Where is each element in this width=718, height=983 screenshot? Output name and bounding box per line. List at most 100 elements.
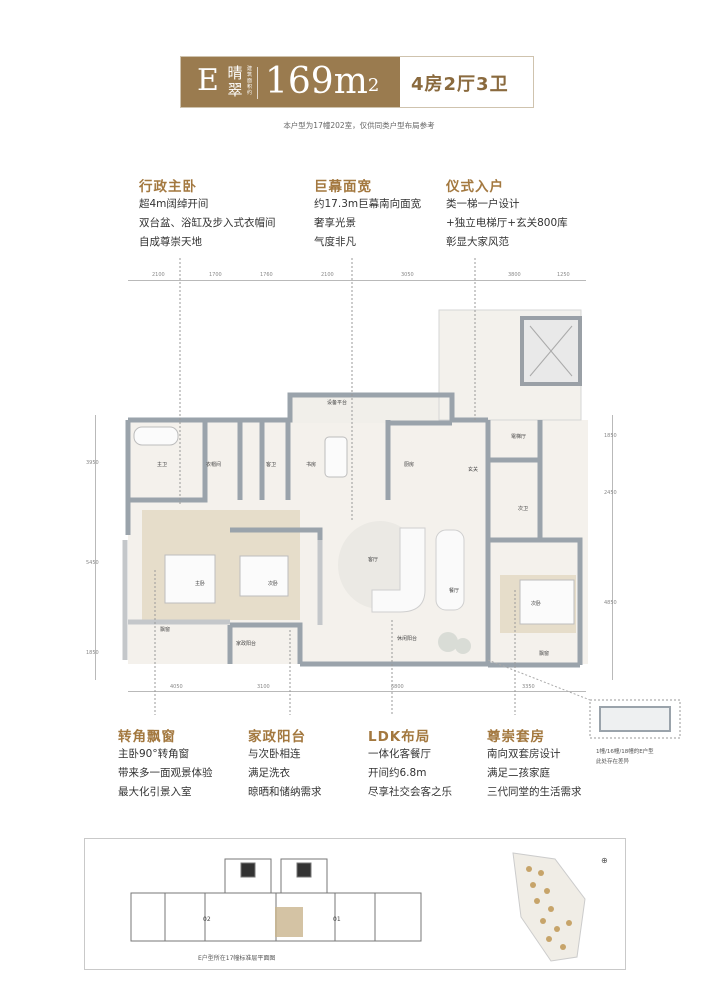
dimension-line-left [95,415,96,680]
feature-line: 彰显大家风范 [446,236,509,248]
second-bed-b [519,579,575,625]
north-arrow-icon: ⊕ [601,856,608,865]
dim-label: 3800 [508,272,521,278]
reference-note: 本户型为17幢202室，仅供同类户型布局参考 [283,121,435,130]
room-living: 客厅 [368,557,379,563]
feature-line: 主卧90°转角窗 [118,748,190,760]
room-dining: 餐厅 [449,588,460,594]
area-caption: 建筑面积约 [247,66,253,96]
dim-label: 2450 [604,490,617,496]
equipment-platform-area [288,395,454,423]
callout-caption: 1幢/16幢/18幢的E户型 此处存在差异 [596,747,654,767]
dim-label: 3950 [86,460,99,466]
area-value: 169m [265,61,368,102]
callout-box [589,699,681,739]
room-second-bath: 次卫 [518,506,529,512]
room-study: 书房 [306,462,317,468]
second-bed-a [239,555,289,597]
feature-line: 满足二孩家庭 [487,767,550,779]
sofa [371,527,426,613]
room-living-balcony: 休闲阳台 [397,636,418,642]
feature-line: 气度非凡 [314,236,356,248]
dimension-line-right [612,415,613,680]
room-service-balcony: 家政阳台 [236,641,257,647]
dim-label: 6800 [391,684,404,690]
dim-label: 3050 [401,272,414,278]
feature-title: 仪式入户 [446,179,504,195]
feature-title: 转角飘窗 [118,729,176,745]
master-bed [164,554,216,604]
plant [455,638,471,654]
feature-line: 满足洗衣 [248,767,290,779]
dim-label: 2100 [321,272,334,278]
site-plan-caption: E户型所在17幢标准层平面图 [198,955,276,962]
feature-line: 双台盆、浴缸及步入式衣帽间 [139,217,276,229]
unit-letter: E [197,63,219,98]
study-desk [324,436,348,478]
guide-lines [154,258,516,715]
feature-line: 最大化引景入室 [118,786,192,798]
feature-title: 行政主卧 [139,179,197,195]
feature-line: 类一梯一户设计 [446,198,520,210]
plant [438,632,458,652]
room-master-bed: 主卧 [195,581,206,587]
room-equipment-platform: 设备平台 [327,400,348,406]
dim-label: 3350 [522,684,535,690]
feature-line: 奢享光景 [314,217,356,229]
dim-label: 3100 [257,684,270,690]
windows [122,540,323,660]
room-cloakroom: 衣帽间 [206,462,222,468]
room-second-bed-b: 次卧 [531,601,542,607]
callout-plan [599,706,671,732]
unit-badge: E 晴翠 建筑面积约 169m2 [181,57,400,107]
room-elevator-hall: 電梯厅 [511,434,527,440]
feature-line: +独立电梯厅+玄关800库 [446,217,568,229]
area-unit-superscript: 2 [367,75,380,96]
dim-label: 1250 [557,272,570,278]
dim-label: 1850 [86,650,99,656]
room-bay-window-b: 飘窗 [539,651,550,657]
callout-line: 1幢/16幢/18幢的E户型 [596,749,654,755]
dim-label: 2100 [152,272,165,278]
dimension-line-bottom [128,691,586,692]
dim-label: 1700 [209,272,222,278]
feature-title: 家政阳台 [248,729,306,745]
header-banner: E 晴翠 建筑面积约 169m2 4房2厅3卫 [180,56,534,108]
callout-line: 此处存在差异 [596,759,630,765]
standard-floor-plan: 02 01 ⊕ [130,852,608,962]
room-guest-bath: 客卫 [266,462,277,468]
feature-line: 尽享社交会客之乐 [368,786,452,798]
elevator-cross [529,325,573,377]
dimension-line-top [128,280,586,281]
dim-label: 4850 [604,600,617,606]
unit-label-02: 02 [203,916,211,923]
feature-title: 巨幕面宽 [314,179,372,195]
room-kitchen: 厨房 [404,462,415,468]
feature-line: 一体化客餐厅 [368,748,431,760]
badge-divider [257,67,258,99]
feature-line: 三代同堂的生活需求 [487,786,582,798]
bathtub [133,426,179,446]
feature-line: 带来多一面观景体验 [118,767,213,779]
unit-name: 晴翠 [227,64,243,99]
feature-title: LDK布局 [368,729,431,745]
feature-line: 自成尊崇天地 [139,236,202,248]
unit-layout: 4房2厅3卫 [411,74,509,95]
feature-line: 超4m阔绰开间 [139,198,209,210]
room-master-bath: 主卫 [157,462,168,468]
feature-line: 晾晒和储纳需求 [248,786,322,798]
feature-line: 开间约6.8m [368,767,427,779]
feature-line: 与次卧相连 [248,748,301,760]
unit-area: 169m2 [265,60,379,104]
feature-line: 南向双套房设计 [487,748,561,760]
walls [125,392,583,668]
feature-line: 约17.3m巨幕南向面宽 [314,198,422,210]
feature-title: 尊崇套房 [487,729,545,745]
dim-label: 1760 [260,272,273,278]
dining-table [435,529,465,611]
room-foyer: 玄关 [468,467,479,473]
dim-label: 5450 [86,560,99,566]
room-bay-window-a: 飘窗 [160,627,171,633]
room-second-bed-a: 次卧 [268,581,279,587]
